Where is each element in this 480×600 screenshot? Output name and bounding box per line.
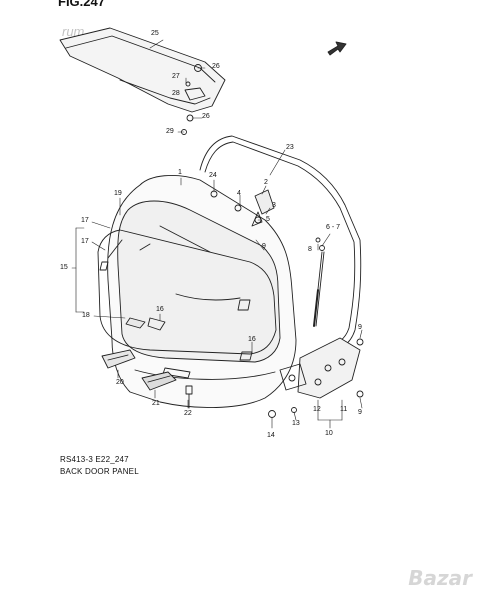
door-latch xyxy=(279,363,307,391)
callout-10: 10 xyxy=(325,430,333,437)
figure-title: FIG.247 xyxy=(58,0,105,9)
site-watermark: Bazar xyxy=(408,566,472,590)
callout-26b: 26 xyxy=(202,113,210,120)
inner-door-frame xyxy=(97,229,277,361)
callout-6-7: 6 - 7 xyxy=(326,224,341,231)
callout-4: 4 xyxy=(237,190,241,197)
callout-9b: 9 xyxy=(358,409,362,416)
callout-28: 28 xyxy=(172,90,180,97)
callout-16a: 16 xyxy=(156,306,164,313)
callout-19: 19 xyxy=(114,190,122,197)
callout-1: 1 xyxy=(178,169,182,176)
callout-9: 9 xyxy=(358,324,362,331)
callout-25: 25 xyxy=(151,30,159,37)
bolt-22 xyxy=(185,385,193,409)
figure-code: RS413-3 E22_247 xyxy=(60,455,129,464)
callout-24: 24 xyxy=(209,172,217,179)
rear-spoiler xyxy=(59,27,226,113)
callout-14: 14 xyxy=(267,432,275,439)
callout-16: 16 xyxy=(248,336,256,343)
callout-15: 15 xyxy=(60,264,68,271)
callout-17a: 17 xyxy=(81,217,89,224)
callout-22: 22 xyxy=(184,410,192,417)
gas-strut xyxy=(313,245,325,327)
callout-5: 5 xyxy=(266,216,270,223)
callout-8: 8 xyxy=(308,246,312,253)
callout-17b: 17 xyxy=(81,238,89,245)
callout-9-door: 9 xyxy=(262,243,266,250)
door-garnish xyxy=(101,349,136,369)
direction-arrow-icon xyxy=(327,41,347,56)
callout-20: 20 xyxy=(116,379,124,386)
door-handle xyxy=(141,371,177,391)
callout-2: 2 xyxy=(264,179,268,186)
leader-lines xyxy=(71,39,363,429)
callout-29: 29 xyxy=(166,128,174,135)
callout-27: 27 xyxy=(172,73,180,80)
callout-18: 18 xyxy=(82,312,90,319)
callout-3: 3 xyxy=(272,202,276,209)
callout-26: 26 xyxy=(212,63,220,70)
callout-21: 21 xyxy=(152,400,160,407)
back-door-panel xyxy=(107,175,297,409)
callout-12: 12 xyxy=(313,406,321,413)
fasteners xyxy=(181,64,364,418)
weatherstrip-seal xyxy=(199,135,362,349)
figure-caption: BACK DOOR PANEL xyxy=(60,467,139,476)
callout-11: 11 xyxy=(340,406,348,413)
callout-23: 23 xyxy=(286,144,294,151)
callout-13: 13 xyxy=(292,420,300,427)
strut-bracket xyxy=(297,337,361,399)
